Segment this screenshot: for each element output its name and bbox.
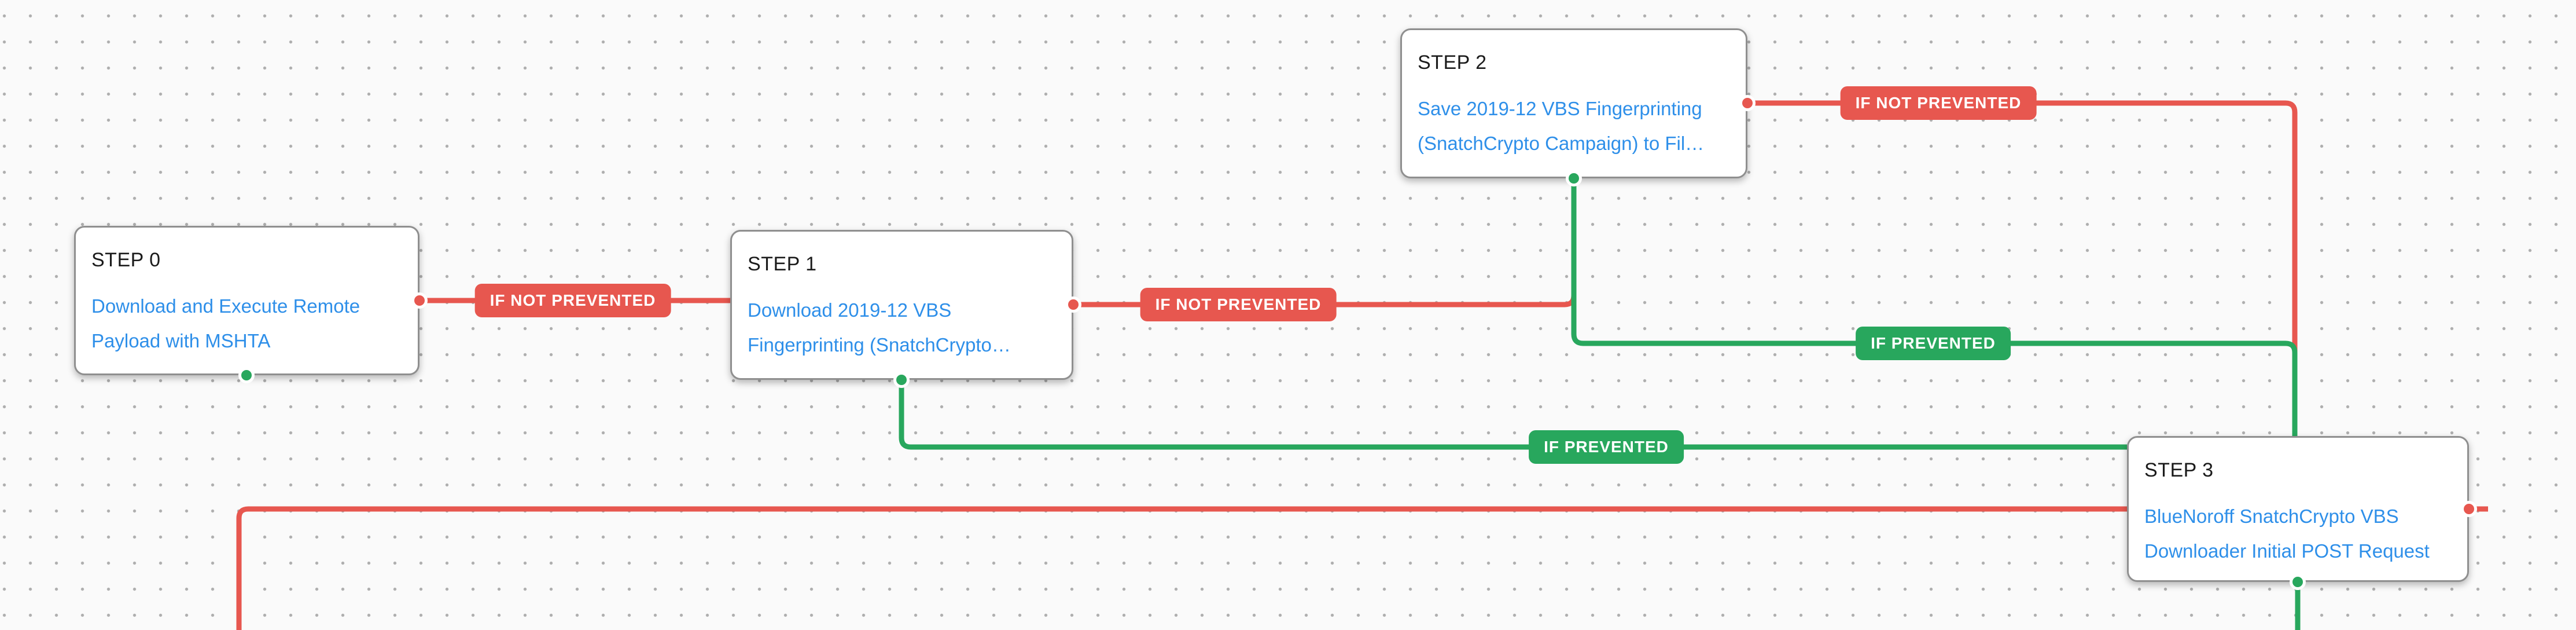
node-action-link[interactable]: Save 2019-12 VBS Fingerprinting (SnatchC…	[1418, 98, 1705, 154]
anchor-fail-step2-handle[interactable]	[1739, 95, 1756, 111]
edge-condition-badge[interactable]: IF NOT PREVENTED	[1840, 86, 2037, 120]
anchor-fail-step1-handle[interactable]	[1065, 296, 1081, 313]
edge-condition-badge[interactable]: IF PREVENTED	[1529, 430, 1684, 464]
edge-condition-badge[interactable]: IF PREVENTED	[1856, 327, 2011, 360]
node-action-link[interactable]: BlueNoroff SnatchCrypto VBS Downloader I…	[2144, 506, 2430, 562]
edge-condition-badge[interactable]: IF NOT PREVENTED	[474, 284, 671, 317]
edge-fail-step2-step3	[1747, 100, 2298, 436]
node-title: STEP 3	[2144, 459, 2214, 481]
anchor-pass-step3-handle[interactable]	[2290, 574, 2306, 590]
edge-pass-step1-step3	[899, 380, 2127, 450]
edge-pass-step2-step3	[1571, 178, 2298, 436]
node-action-link[interactable]: Download and Execute Remote Payload with…	[91, 295, 360, 351]
node-step-1[interactable]: STEP 1 Download 2019-12 VBS Fingerprinti…	[730, 230, 1073, 380]
node-title: STEP 2	[1418, 52, 1487, 74]
anchor-fail-step3-handle[interactable]	[2461, 501, 2477, 517]
node-step-2[interactable]: STEP 2 Save 2019-12 VBS Fingerprinting (…	[1400, 28, 1747, 178]
node-title: STEP 0	[91, 249, 161, 271]
anchor-pass-step1-handle[interactable]	[893, 372, 910, 388]
edge-condition-badge[interactable]: IF NOT PREVENTED	[1140, 288, 1337, 321]
edge-fail-offscreen-step3	[236, 506, 2127, 630]
node-title: STEP 1	[748, 253, 817, 275]
node-step-3[interactable]: STEP 3 BlueNoroff SnatchCrypto VBS Downl…	[2127, 436, 2469, 582]
edge-fail-step1-step2	[1073, 178, 1577, 307]
anchor-pass-step2-handle[interactable]	[1566, 170, 1582, 186]
node-action-link[interactable]: Download 2019-12 VBS Fingerprinting (Sna…	[748, 299, 1011, 356]
anchor-pass-step0-handle[interactable]	[238, 367, 255, 383]
anchor-fail-step0-handle[interactable]	[411, 292, 428, 309]
node-step-0[interactable]: STEP 0 Download and Execute Remote Paylo…	[74, 226, 419, 375]
